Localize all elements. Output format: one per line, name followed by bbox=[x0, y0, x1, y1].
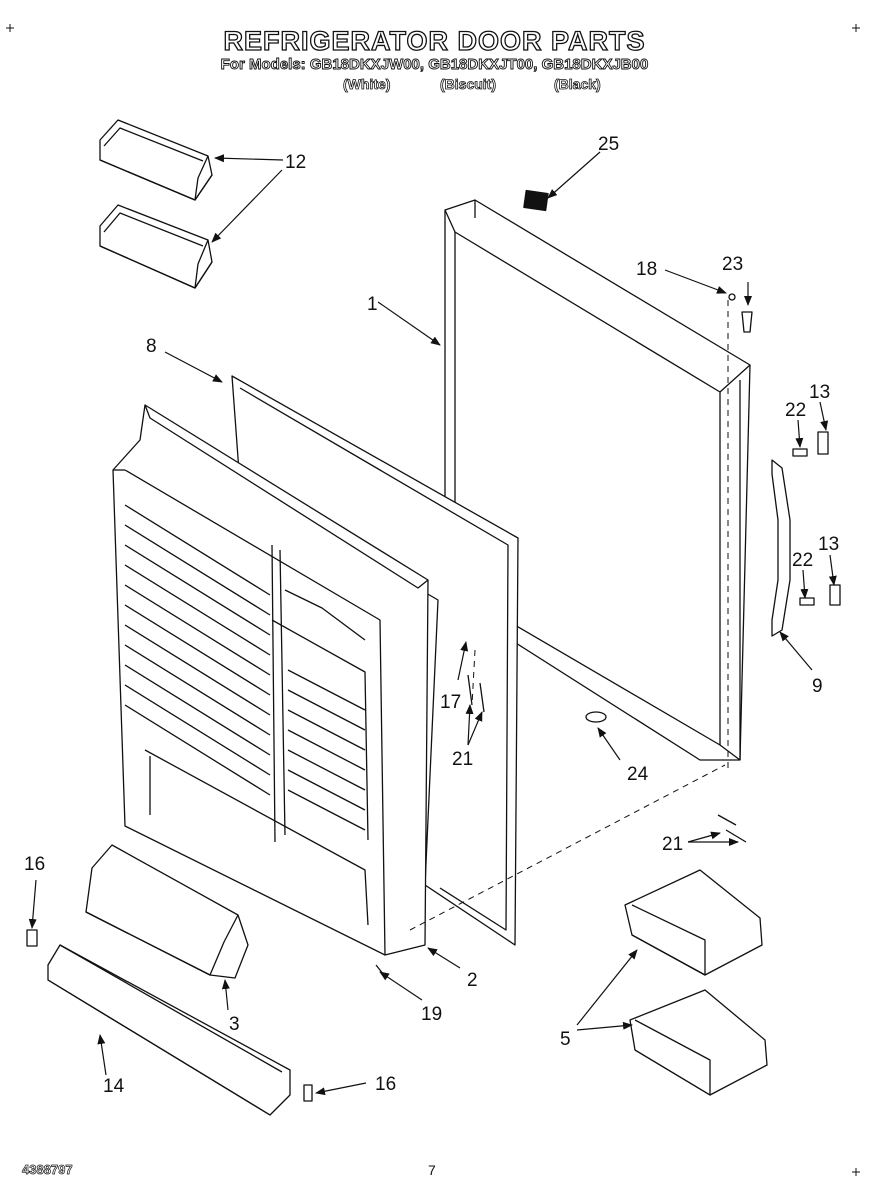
mount-screws-part bbox=[467, 674, 485, 713]
callout-17: 17 bbox=[440, 692, 461, 713]
callout-9: 9 bbox=[812, 676, 823, 697]
handle-cap-lower-part bbox=[829, 584, 841, 606]
label-part bbox=[523, 189, 549, 212]
callout-24: 24 bbox=[627, 764, 649, 785]
callout-23: 23 bbox=[722, 254, 743, 275]
callout-1: 1 bbox=[367, 294, 378, 315]
callout-13-upper: 13 bbox=[809, 382, 830, 403]
callout-16-right: 16 bbox=[375, 1074, 396, 1095]
callout-2: 2 bbox=[467, 970, 478, 991]
handle-cap-upper-part bbox=[817, 431, 829, 455]
door-bin-lower-part bbox=[99, 204, 213, 289]
washer-part bbox=[585, 711, 607, 723]
callout-8: 8 bbox=[146, 336, 157, 357]
callout-14: 14 bbox=[103, 1076, 125, 1097]
handle-screw-lower-part bbox=[799, 597, 815, 606]
callout-18: 18 bbox=[636, 259, 657, 280]
callout-22-upper: 22 bbox=[785, 400, 806, 421]
door-bin-upper-part bbox=[99, 119, 213, 201]
registration-mark bbox=[852, 24, 860, 32]
plug-part bbox=[728, 293, 736, 301]
hinge-bushing-part bbox=[741, 311, 753, 333]
color-black-label: (Black) bbox=[554, 76, 601, 93]
callout-13-lower: 13 bbox=[818, 534, 839, 555]
lower-screws-part bbox=[717, 814, 747, 843]
door-handle-part bbox=[771, 459, 791, 637]
document-number: 4388797 bbox=[22, 1162, 73, 1178]
bin-clip-left-part bbox=[26, 929, 38, 947]
page-number: 7 bbox=[428, 1162, 436, 1178]
callout-12: 12 bbox=[285, 152, 306, 173]
callout-5: 5 bbox=[560, 1029, 571, 1050]
callout-21-lower: 21 bbox=[662, 834, 683, 855]
model-list: For Models: GB18DKXJW00, GB18DKXJT00, GB… bbox=[220, 56, 649, 74]
bin-clip-right-part bbox=[303, 1084, 313, 1102]
callout-21-upper: 21 bbox=[452, 749, 473, 770]
color-biscuit-label: (Biscuit) bbox=[440, 76, 497, 93]
callout-22-lower: 22 bbox=[792, 550, 813, 571]
registration-mark bbox=[852, 1168, 860, 1176]
crisper-drawer-lower-part bbox=[629, 989, 768, 1096]
page-title: REFRIGERATOR DOOR PARTS bbox=[223, 25, 646, 56]
door-outer-panel-part bbox=[444, 199, 751, 761]
crisper-drawer-upper-part bbox=[624, 869, 763, 976]
door-bin-bottom-part bbox=[47, 944, 291, 1116]
handle-screw-upper-part bbox=[792, 448, 808, 457]
color-white-label: (White) bbox=[343, 76, 391, 93]
dairy-cover-part bbox=[85, 844, 249, 979]
registration-mark bbox=[6, 24, 14, 32]
door-liner-part bbox=[112, 404, 429, 956]
callout-3: 3 bbox=[229, 1014, 240, 1035]
callout-16-left: 16 bbox=[24, 854, 45, 875]
callout-19: 19 bbox=[421, 1004, 442, 1025]
callout-25: 25 bbox=[598, 134, 619, 155]
